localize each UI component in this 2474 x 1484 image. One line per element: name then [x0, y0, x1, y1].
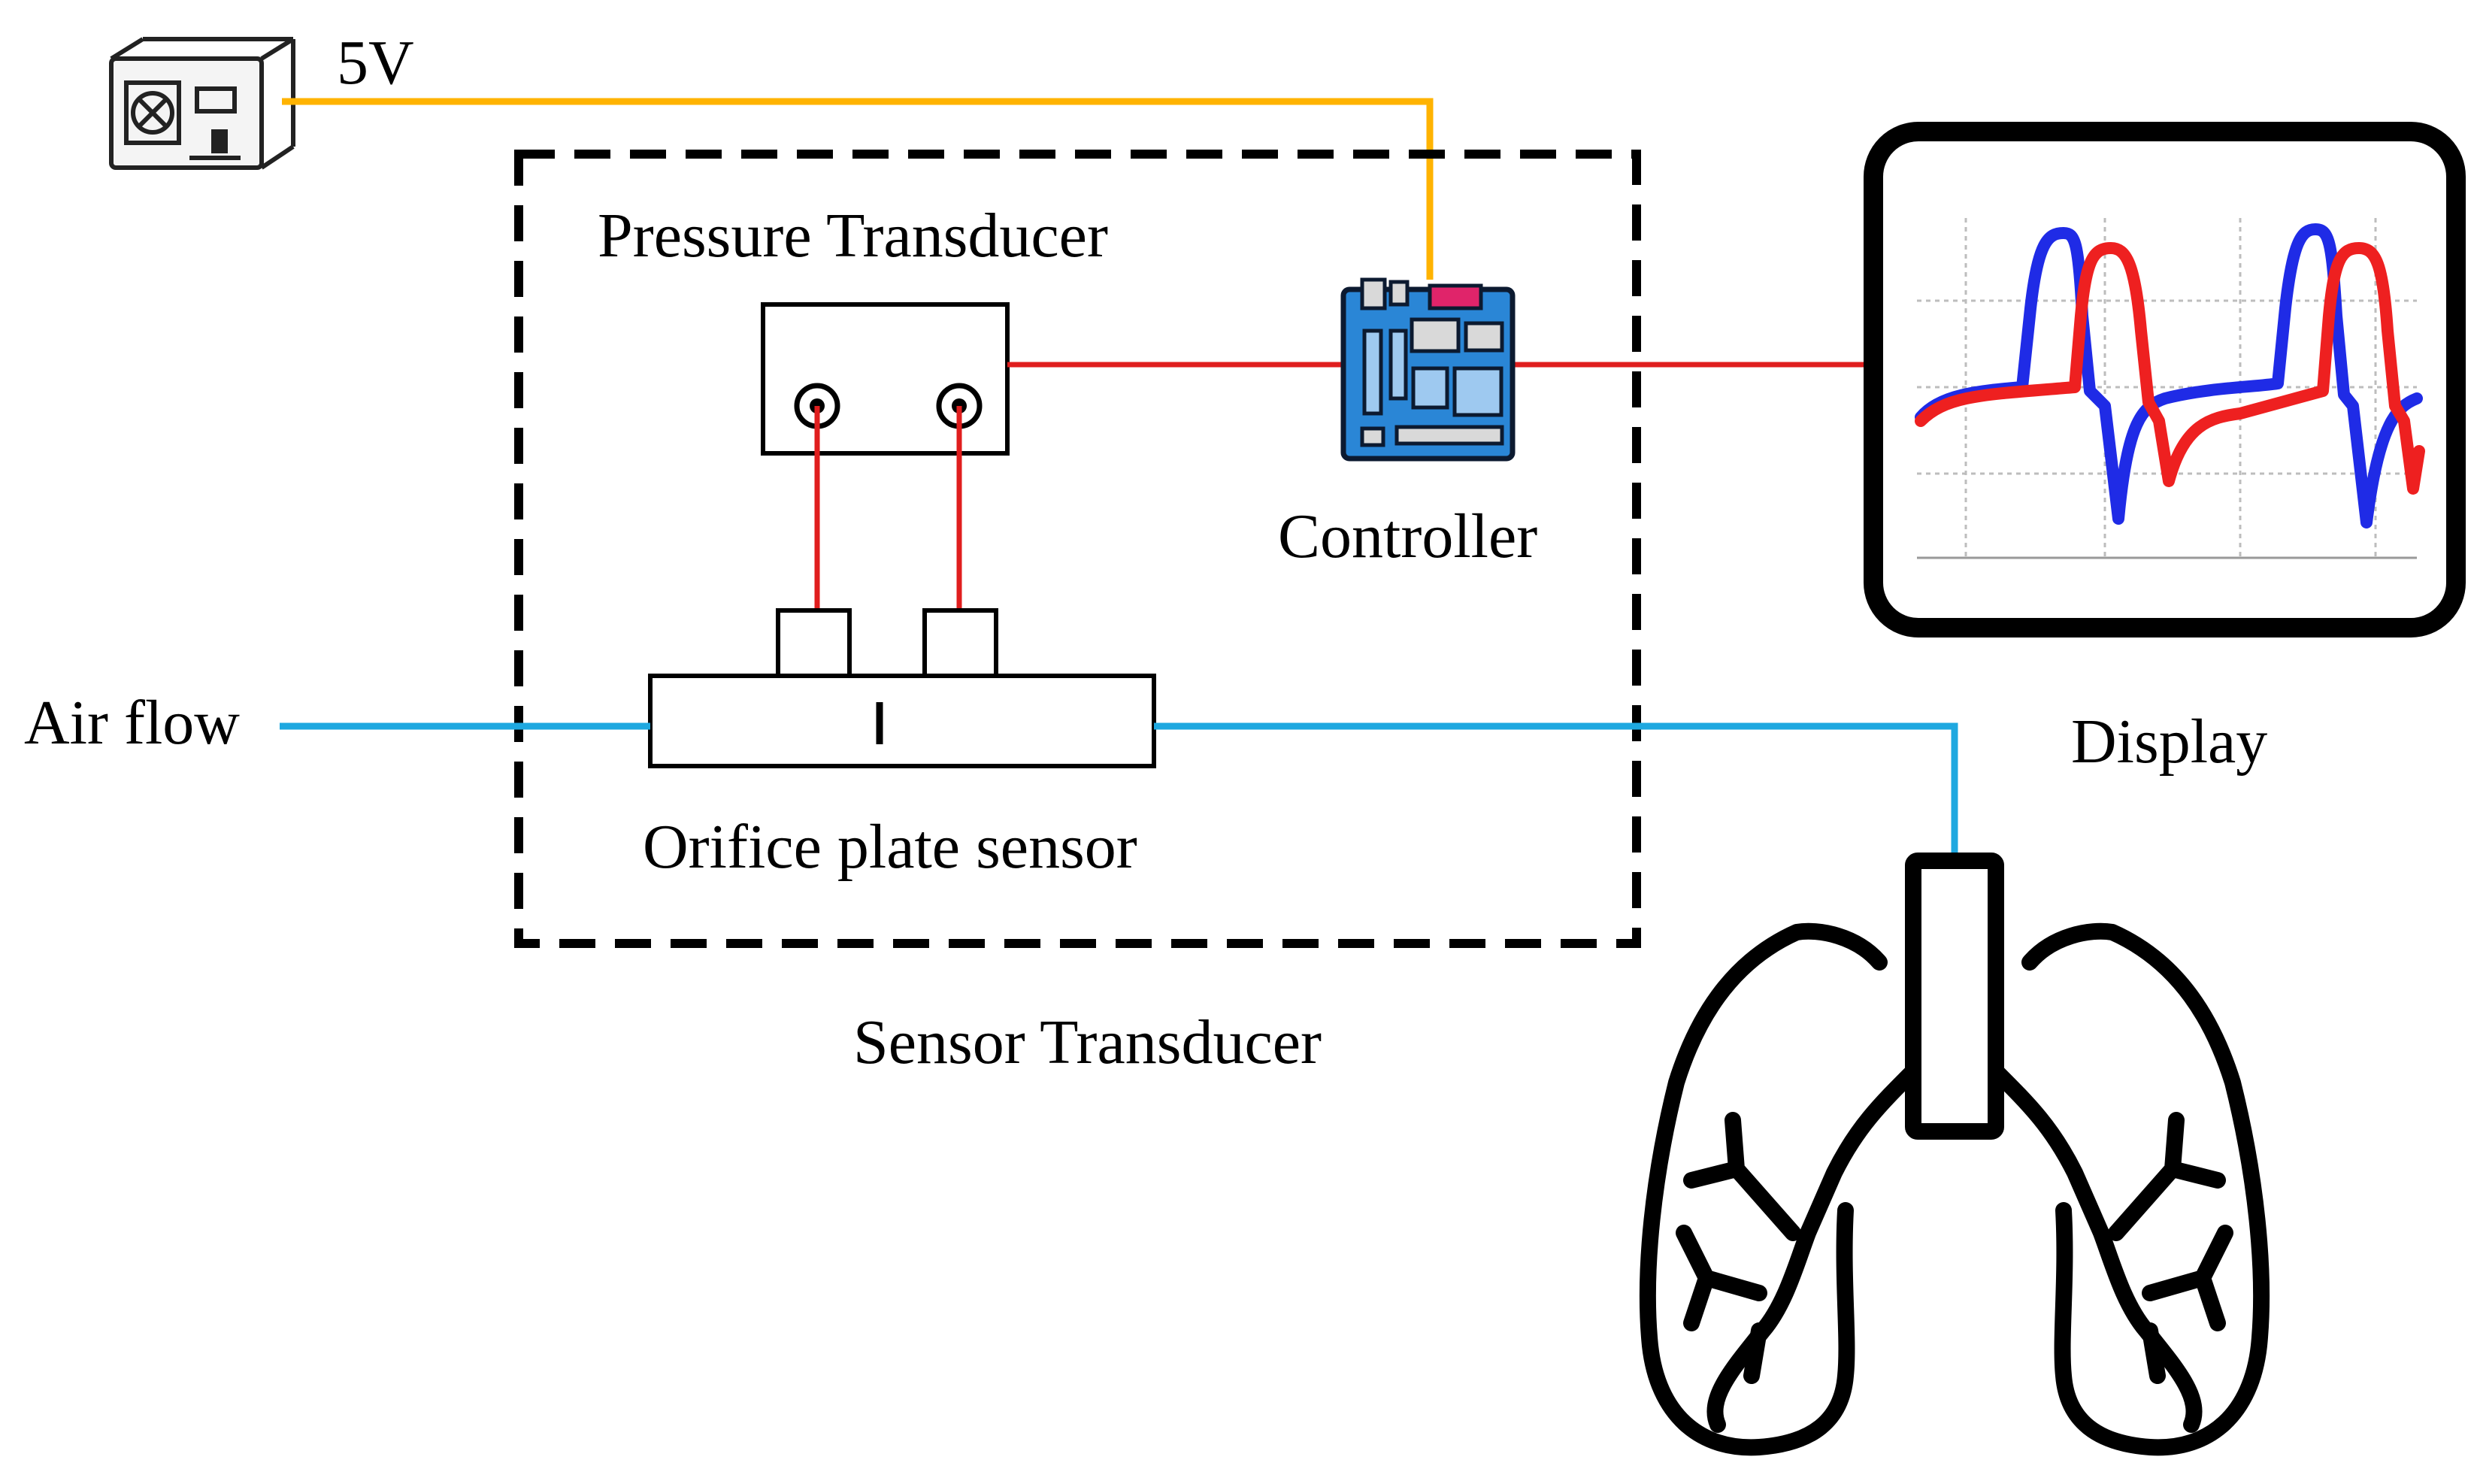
- sensor-transducer-boundary: [514, 150, 1641, 948]
- signal-wires: [814, 362, 1872, 610]
- power-wire: [282, 98, 1434, 280]
- pressure-transducer: [761, 302, 1010, 456]
- controller-label: Controller: [1278, 501, 1538, 571]
- air-line: [280, 722, 1958, 853]
- circuit-board-icon: [1340, 277, 1516, 462]
- pressure-transducer-label: Pressure Transducer: [598, 201, 1108, 271]
- power-supply-icon: [109, 37, 295, 170]
- waveform-b: [1915, 242, 2425, 495]
- orifice-plate-sensor: [648, 608, 1156, 768]
- display-label: Display: [2071, 707, 2268, 777]
- lungs-icon: [1639, 853, 2270, 1456]
- air-flow-label: Air flow: [24, 688, 240, 758]
- monitor-icon: [1864, 122, 2466, 638]
- orifice-plate-sensor-label: Orifice plate sensor: [643, 812, 1137, 882]
- voltage-label: 5V: [337, 28, 414, 98]
- sensor-transducer-label: Sensor Transducer: [853, 1007, 1322, 1077]
